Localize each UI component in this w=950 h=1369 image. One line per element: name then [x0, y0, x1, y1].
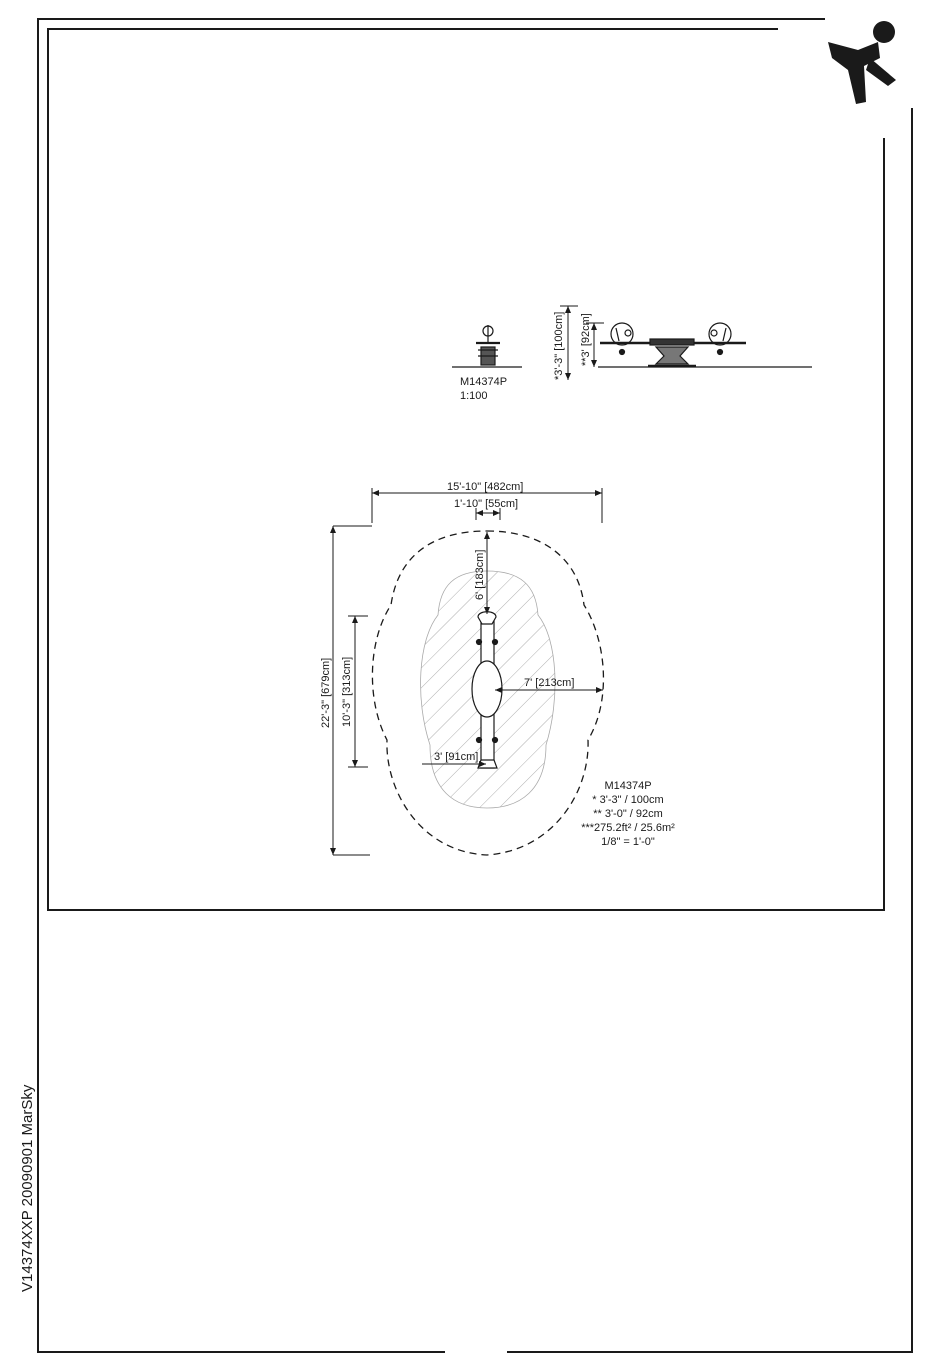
dim-overall-width: 15'-10" [482cm]	[447, 481, 523, 493]
elevation-model: M14374P	[460, 376, 507, 388]
dim-side-clearance: 7' [213cm]	[524, 677, 574, 689]
plan-notes: M14374P * 3'-3" / 100cm ** 3'-0" / 92cm …	[581, 780, 675, 848]
elevation-view: M14374P 1:100 *3'-3" [100cm] **3' [92cm]	[452, 306, 812, 402]
dim-end-clearance: 6' [183cm]	[474, 550, 486, 600]
dim-overall-height: *3'-3" [100cm]	[553, 312, 565, 380]
elevation-scale: 1:100	[460, 390, 488, 402]
note-line-3: ***275.2ft² / 25.6m²	[581, 822, 675, 834]
elevation-front-unit	[598, 323, 812, 367]
dim-small-clearance: 3' [91cm]	[434, 751, 478, 763]
dim-inner-width: 1'-10" [55cm]	[454, 498, 518, 510]
elevation-side-unit	[452, 325, 522, 367]
playground-figure-logo	[828, 21, 896, 104]
dim-seat-height: **3' [92cm]	[580, 313, 592, 366]
dim-overall-length: 22'-3" [679cm]	[320, 658, 332, 728]
note-line-1: * 3'-3" / 100cm	[592, 794, 663, 806]
plan-view: 15'-10" [482cm] 1'-10" [55cm] 22'-3" [67…	[320, 481, 675, 855]
note-model: M14374P	[604, 780, 651, 792]
side-code: V14374XXP 20090901 MarSky	[19, 1084, 36, 1292]
dim-inner-length: 10'-3" [313cm]	[341, 657, 353, 727]
note-line-2: ** 3'-0" / 92cm	[593, 808, 663, 820]
note-line-4: 1/8" = 1'-0"	[601, 836, 655, 848]
